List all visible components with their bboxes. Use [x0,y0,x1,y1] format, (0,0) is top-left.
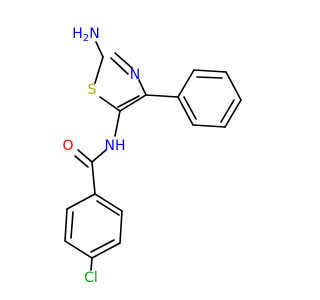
bond-c5-nh [114,110,121,137]
bond-c-cl [90,257,93,271]
bond-s1-c2 [94,56,104,84]
bond-c2-nh2 [95,41,104,58]
bond-ph-5 [192,124,226,128]
bond-c4-c5-double [117,95,140,108]
bond-c4-c5 [119,94,147,112]
bond-c4-phenyl [145,94,179,98]
bond-cph-6 [66,193,96,210]
bond-ph-2-double [196,76,223,79]
atom-label-cl: Cl [84,270,98,286]
bond-c5-s1 [99,96,121,112]
bond-cph-1-double [96,200,120,216]
bond-co-double [74,155,89,168]
bond-cph-2 [119,210,123,244]
bond-cph-3-double [90,239,115,253]
bond-cph-5-double [70,211,74,239]
bond-cph-1 [94,193,123,212]
bond-ph-6-double [183,96,197,120]
bond-c2-n3 [110,57,129,75]
atom-label-nh2: H2N [72,26,99,44]
atom-label-s-ring: S [88,82,97,98]
atom-labels: H2N N S NH O Cl [62,26,140,286]
bond-n3-c4 [138,79,147,96]
bond-ph-2 [193,69,227,73]
bond-cph-4 [64,240,93,259]
bond-ph-4 [224,99,242,128]
bond-nh-carbonyl [91,149,107,163]
bond-c2-n3-double [114,52,133,69]
bond-co [77,149,93,163]
atom-label-n-ring: N [130,67,140,83]
bond-ph-6 [177,96,194,126]
bonds [64,41,242,271]
bond-ph-1 [177,69,195,98]
bond-carbonyl-aryl [91,161,96,195]
bond-ph-4-double [220,99,235,123]
bond-cph-3 [91,242,121,259]
bond-cph-5 [64,208,68,242]
atom-label-nh-amide: NH [105,138,126,154]
atom-label-o-carbonyl: O [62,138,73,154]
molecule-structure: H2N N S NH O Cl [62,26,242,286]
bond-ph-3 [225,71,242,101]
